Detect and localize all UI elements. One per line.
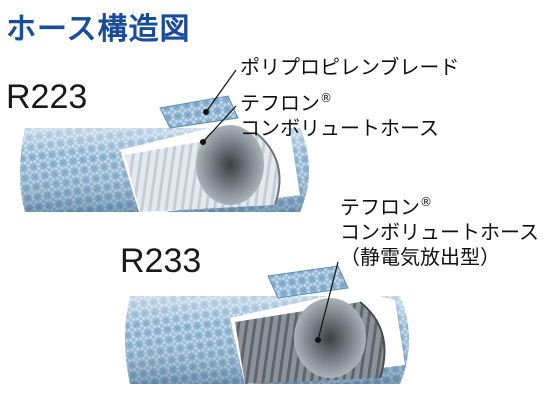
model-label-r233: R233: [120, 242, 202, 280]
hose-r223: [20, 69, 309, 215]
model-label-r223: R223: [6, 78, 88, 116]
page-title: ホース構造図: [6, 12, 191, 47]
hose-r233: [125, 261, 409, 385]
teflon-bottom-line1: テフロン: [340, 195, 420, 219]
teflon-top-label: テフロン® コンボリュートホース: [240, 86, 439, 141]
teflon-bottom-line2: コンボリュートホース: [340, 220, 539, 244]
registered-mark: ®: [320, 91, 332, 105]
registered-mark: ®: [420, 195, 432, 209]
teflon-top-line1: テフロン: [240, 91, 320, 115]
teflon-top-line2: コンボリュートホース: [240, 116, 439, 140]
teflon-bottom-label: テフロン® コンボリュートホース （静電気放出型）: [340, 190, 539, 270]
braid-label: ポリプロピレンブレード: [240, 55, 460, 79]
teflon-bottom-line3: （静電気放出型）: [340, 245, 500, 269]
